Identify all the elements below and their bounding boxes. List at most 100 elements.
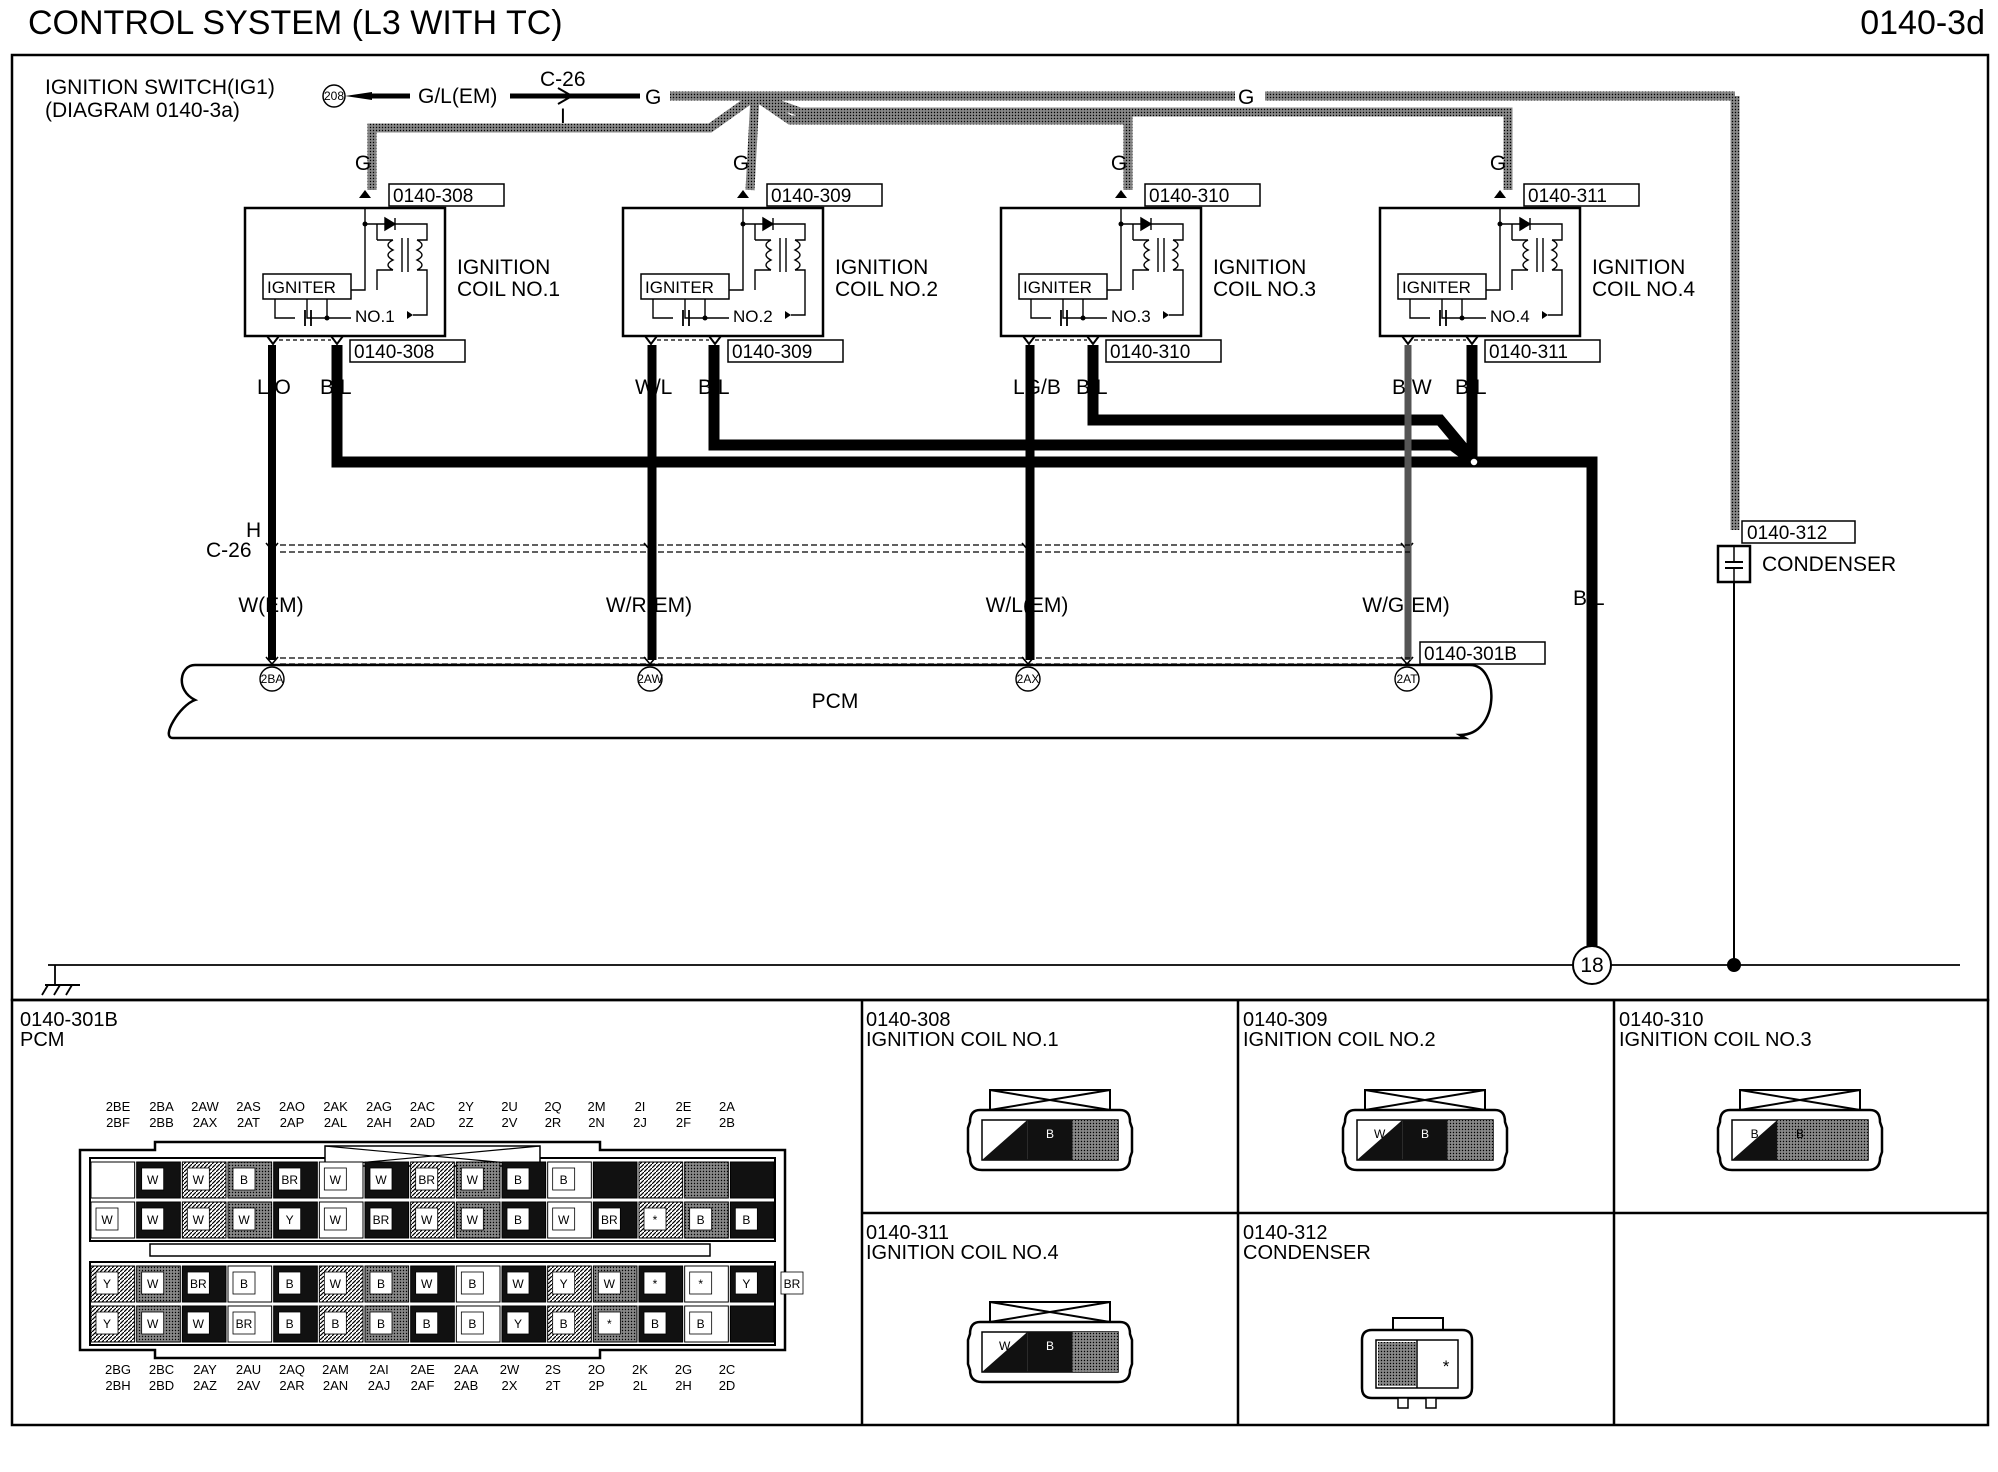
pcm-pin-bottom-label: 2AU: [236, 1362, 261, 1377]
pcm-pin-top-label: 2AC: [410, 1099, 435, 1114]
pcm-pin-color: W: [147, 1317, 159, 1331]
coil-ref-top: 0140-308: [393, 186, 473, 207]
pcm-pin-color: W: [467, 1213, 479, 1227]
pcm-pin-icon: [259, 666, 285, 692]
pcm-outline: [167, 663, 1493, 740]
pcm-pin-top-label: 2AP: [280, 1115, 305, 1130]
condenser-connector-icon: *: [1360, 1317, 1474, 1409]
coil-name-line1: IGNITION: [1592, 256, 1685, 279]
panel-coil2-ref: 0140-309: [1243, 1009, 1328, 1031]
page-code: 0140-3d: [1860, 4, 1985, 42]
coil-wire-g: G: [1111, 152, 1127, 175]
pcm-pin-bottom-label: 2AR: [279, 1378, 304, 1393]
pcm-pin-top-label: 2E: [676, 1099, 692, 1114]
pcm-pin-bottom-label: 2T: [545, 1378, 560, 1393]
pcm-pin-bottom-label: 2W: [500, 1362, 520, 1377]
pcm-pin-bottom-label: 2AF: [411, 1378, 435, 1393]
pcm-pin-label: 2BA: [261, 672, 284, 686]
connector-c26-lower: C-26: [206, 539, 252, 562]
pcm-pin-color: W: [421, 1277, 433, 1291]
pcm-pin-color: B: [286, 1277, 294, 1291]
pcm-pin-bottom-label: 2K: [632, 1362, 648, 1377]
coil-winding-icon: [1132, 223, 1184, 316]
pcm-pin-color: *: [653, 1277, 658, 1291]
pcm-pin-bottom-label: 2AM: [322, 1362, 349, 1377]
terminal-icon: [1401, 335, 1479, 346]
pcm-pin-top-label: 2AK: [323, 1099, 348, 1114]
pcm-ref: 0140-301B: [1424, 644, 1517, 665]
pcm-pin-bottom-label: 2S: [545, 1362, 561, 1377]
arrow-icon: [1542, 311, 1548, 319]
pcm-pin-top-label: 2AX: [193, 1115, 218, 1130]
coil3-pin-label: B: [1796, 1127, 1804, 1141]
igniter-label: IGNITER: [645, 278, 714, 297]
coil-name-line1: IGNITION: [835, 256, 928, 279]
pcm-pin-color: B: [560, 1173, 568, 1187]
arrow-icon: [785, 311, 791, 319]
pcm-pin-bottom-label: 2AI: [369, 1362, 389, 1377]
pcm-pin-color: B: [697, 1317, 705, 1331]
pcm-pin-bottom-label: 2H: [675, 1378, 692, 1393]
pcm-label: PCM: [812, 690, 859, 713]
arrow-icon: [345, 92, 372, 100]
page-title: CONTROL SYSTEM (L3 WITH TC): [28, 4, 563, 42]
panel-coil4-ref: 0140-311: [866, 1222, 949, 1244]
pcm-pin-top-label: 2BF: [106, 1115, 130, 1130]
capacitor-icon: [304, 310, 312, 326]
pcm-pin-color: W: [238, 1213, 250, 1227]
pcm-pin-color: BR: [601, 1213, 618, 1227]
pcm-pin-icon: [1015, 666, 1041, 692]
pcm-pin-color: W: [604, 1277, 616, 1291]
pcm-pin-top-label: 2R: [545, 1115, 562, 1130]
coil-winding-icon: [376, 223, 428, 316]
pcm-pin-color: B: [286, 1317, 294, 1331]
pcm-pin-top-label: 2AL: [324, 1115, 347, 1130]
pcm-pin-color: BR: [281, 1173, 298, 1187]
pcm-pin-color: W: [421, 1213, 433, 1227]
pcm-pin-color: W: [147, 1173, 159, 1187]
pcm-pin-top-label: 2AO: [279, 1099, 305, 1114]
coil-ref-top: 0140-311: [1528, 186, 1607, 207]
diagram-frame: [10, 53, 1990, 1002]
pcm-pin-top-label: 2U: [501, 1099, 518, 1114]
pcm-pin-top-label: 2N: [588, 1115, 605, 1130]
pcm-pin-color: B: [331, 1317, 339, 1331]
capacitor-icon: [682, 310, 690, 326]
pcm-pin-top-label: 2I: [635, 1099, 646, 1114]
connector-pin-h: H: [246, 519, 261, 542]
connector-c26-label: C-26: [540, 68, 586, 91]
pcm-pin-color: BR: [190, 1277, 207, 1291]
connector-arrow-icon: [557, 87, 575, 105]
pcm-pin-bottom-label: 2AB: [454, 1378, 479, 1393]
igniter-label: IGNITER: [1023, 278, 1092, 297]
coil-wire-g: G: [355, 152, 371, 175]
pcm-pin-color: B: [468, 1317, 476, 1331]
wire-color-g: G: [645, 86, 661, 109]
panel-coil1: 0140-308 IGNITION COIL NO.1: [866, 1009, 1059, 1051]
coil-number-label: NO.4: [1490, 307, 1530, 326]
pcm-pin-color: W: [330, 1213, 342, 1227]
panel-condenser-ref: 0140-312: [1243, 1222, 1328, 1244]
pcm-pin-top-label: 2BE: [106, 1099, 131, 1114]
pcm-pin-color: B: [240, 1173, 248, 1187]
condenser-ref: 0140-312: [1747, 523, 1827, 544]
coil1-connector-icon: B: [966, 1089, 1134, 1172]
pcm-pin-bottom-label: 2AY: [193, 1362, 217, 1377]
ground-point-icon: [1572, 945, 1612, 985]
coil-name-line2: COIL NO.2: [835, 278, 938, 301]
pcm-pin-bottom-label: 2AV: [237, 1378, 261, 1393]
coil-name-line2: COIL NO.4: [1592, 278, 1695, 301]
pcm-pin-color: W: [147, 1213, 159, 1227]
coil-wire-left: LG/B: [1013, 376, 1061, 399]
coil-wire-g: G: [1490, 152, 1506, 175]
connector-pin-i: I: [560, 105, 566, 128]
pcm-pin-bottom-label: 2AJ: [368, 1378, 390, 1393]
pcm-pin-color: BR: [236, 1317, 253, 1331]
pcm-pin-color: BR: [418, 1173, 435, 1187]
wire-color-gl: G/L(EM): [418, 85, 497, 108]
diode-icon: [1508, 216, 1544, 232]
bl-bus: [331, 345, 1598, 950]
